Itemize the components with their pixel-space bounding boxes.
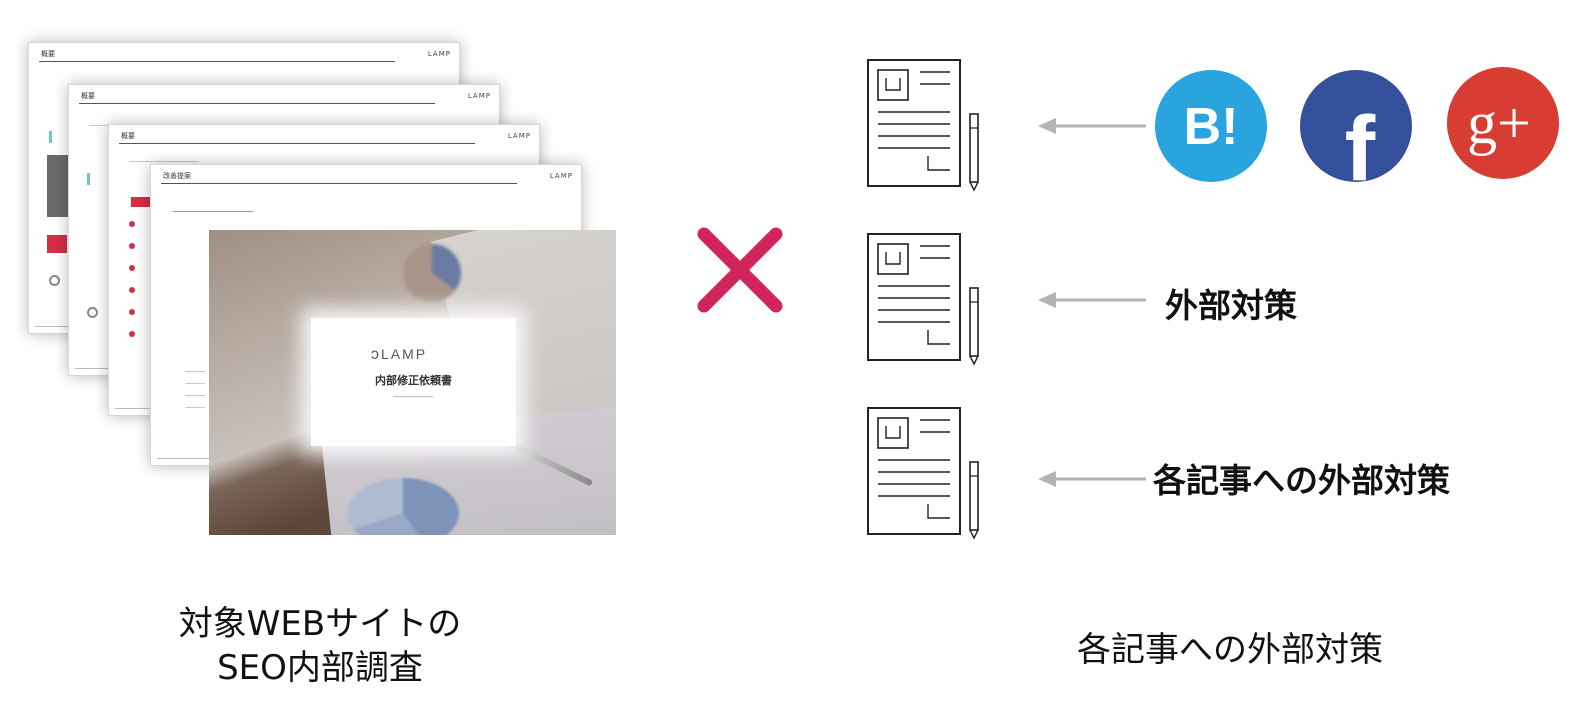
- page-heading: 概要: [41, 50, 55, 58]
- hatena-bookmark-icon: B!: [1155, 70, 1267, 182]
- document-pen-icon: [867, 233, 979, 366]
- svg-text:B!: B!: [1184, 98, 1239, 156]
- document-pen-icon: [867, 59, 979, 192]
- cover-logo: ↄLAMP: [371, 346, 428, 363]
- google-plus-icon: g+: [1447, 67, 1559, 179]
- arrow-left-icon: [1038, 471, 1146, 487]
- clock-icon: [87, 307, 98, 318]
- pie-chart-photo: [403, 244, 461, 302]
- pie-chart-photo: [347, 478, 459, 535]
- page-logo: LAMP: [507, 132, 531, 140]
- page-heading: 概要: [121, 132, 135, 140]
- page-heading: 改善提案: [163, 172, 191, 180]
- article-external-measures-label: 各記事への外部対策: [1153, 461, 1450, 500]
- cover-card: ↄLAMP 内部修正依頼書 ───────────: [311, 318, 516, 446]
- cross-icon: [697, 227, 783, 313]
- document-pen-icon: [867, 407, 979, 540]
- cover-title: 内部修正依頼書: [375, 374, 452, 387]
- arrow-left-icon: [1038, 118, 1146, 134]
- page-heading: 概要: [81, 92, 95, 100]
- svg-text:f: f: [1345, 98, 1376, 182]
- cover-subtitle: ───────────: [393, 394, 434, 401]
- page-logo: LAMP: [467, 92, 491, 100]
- arrow-left-icon: [1038, 292, 1146, 308]
- facebook-icon: f: [1300, 70, 1412, 182]
- svg-text:g+: g+: [1467, 90, 1531, 156]
- page-logo: LAMP: [427, 50, 451, 58]
- clock-icon: [49, 275, 60, 286]
- report-cover-photo: ↄLAMP 内部修正依頼書 ───────────: [209, 230, 616, 535]
- left-caption-line1: 対象WEBサイトの: [178, 604, 462, 644]
- right-caption: 各記事への外部対策: [1077, 630, 1383, 670]
- page-logo: LAMP: [549, 172, 573, 180]
- external-measures-label: 外部対策: [1165, 286, 1297, 325]
- left-caption-line2: SEO内部調査: [217, 648, 423, 688]
- left-caption: 対象WEBサイトの SEO内部調査: [140, 602, 500, 690]
